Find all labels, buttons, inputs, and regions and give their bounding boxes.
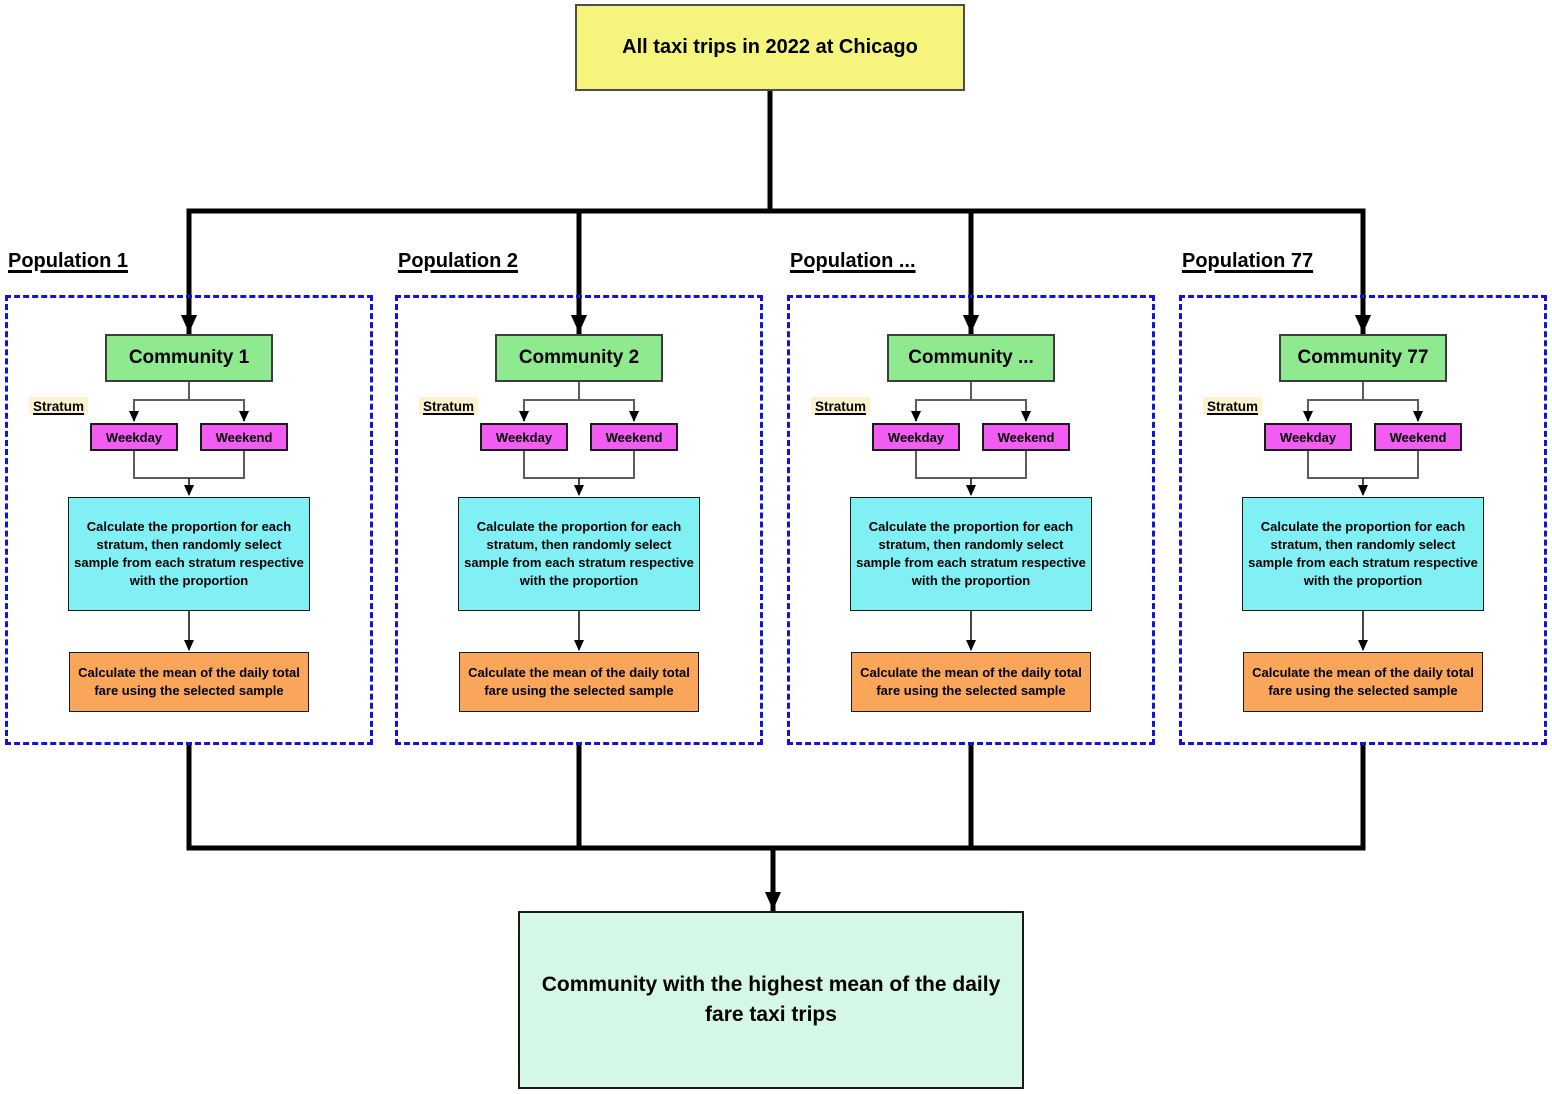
root-box: All taxi trips in 2022 at Chicago <box>575 4 965 91</box>
weekend-box: Weekend <box>200 423 288 451</box>
mean-step-box: Calculate the mean of the daily total fa… <box>1243 652 1483 712</box>
stratum-label: Stratum <box>1203 397 1263 415</box>
stratum-label: Stratum <box>419 397 479 415</box>
mean-step-box: Calculate the mean of the daily total fa… <box>69 652 309 712</box>
stratum-label: Stratum <box>29 397 89 415</box>
population-title-2: Population 2 <box>398 250 518 272</box>
mean-step-box: Calculate the mean of the daily total fa… <box>851 652 1091 712</box>
community-box: Community 2 <box>495 334 663 382</box>
community-box: Community 1 <box>105 334 273 382</box>
population-panel-4: Community 77 Stratum Weekday Weekend Cal… <box>1179 295 1547 745</box>
proportion-step-box: Calculate the proportion for each stratu… <box>1242 497 1484 611</box>
weekday-box: Weekday <box>872 423 960 451</box>
weekday-box: Weekday <box>90 423 178 451</box>
mean-step-box: Calculate the mean of the daily total fa… <box>459 652 699 712</box>
proportion-step-box: Calculate the proportion for each stratu… <box>458 497 700 611</box>
population-title-1: Population 1 <box>8 250 128 272</box>
weekend-box: Weekend <box>1374 423 1462 451</box>
stratum-label: Stratum <box>811 397 871 415</box>
proportion-step-box: Calculate the proportion for each stratu… <box>68 497 310 611</box>
population-panel-3: Community ... Stratum Weekday Weekend Ca… <box>787 295 1155 745</box>
weekday-box: Weekday <box>480 423 568 451</box>
result-box-label: Community with the highest mean of the d… <box>541 973 1001 1026</box>
weekend-box: Weekend <box>982 423 1070 451</box>
weekday-box: Weekday <box>1264 423 1352 451</box>
population-panel-2: Community 2 Stratum Weekday Weekend Calc… <box>395 295 763 745</box>
population-title-3: Population ... <box>790 250 916 272</box>
root-box-label: All taxi trips in 2022 at Chicago <box>622 36 918 58</box>
population-panel-1: Community 1 Stratum Weekday Weekend Calc… <box>5 295 373 745</box>
proportion-step-box: Calculate the proportion for each stratu… <box>850 497 1092 611</box>
population-title-4: Population 77 <box>1182 250 1314 272</box>
community-box: Community 77 <box>1279 334 1447 382</box>
weekend-box: Weekend <box>590 423 678 451</box>
community-box: Community ... <box>887 334 1055 382</box>
result-box: Community with the highest mean of the d… <box>518 911 1024 1089</box>
bottom-convergence-wires <box>186 742 1366 912</box>
